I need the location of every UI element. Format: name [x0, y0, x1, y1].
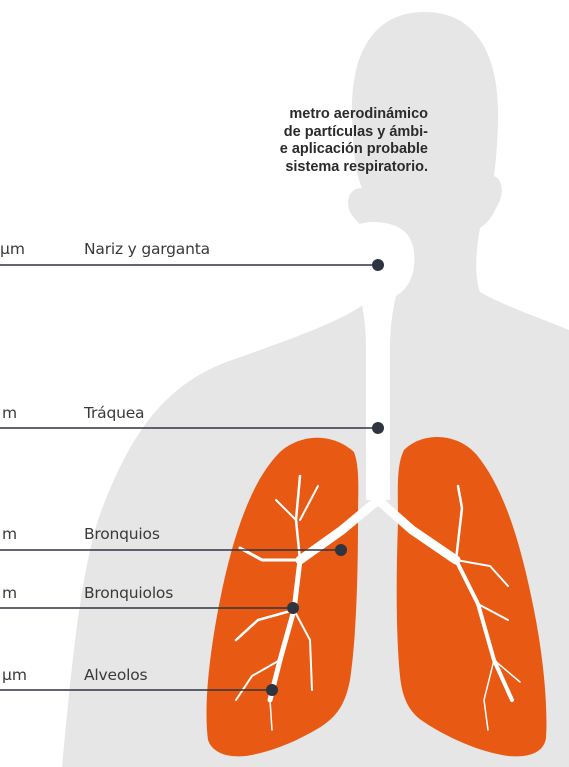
caption-line-1: metro aerodinámico	[289, 106, 428, 122]
dot-alveolos	[266, 684, 278, 696]
dot-bronquiolos	[287, 602, 299, 614]
caption-line-4: sistema respiratorio.	[285, 158, 428, 175]
label-alveolos: Alveolos	[84, 666, 148, 684]
size-alveolos: μm	[2, 666, 27, 684]
caption-line-2: de partículas y ámbi-	[283, 123, 428, 140]
size-bronquios: m	[2, 525, 18, 543]
caption: metro aerodinámico de partículas y ámbi-…	[280, 106, 428, 176]
dot-traquea	[372, 422, 384, 434]
label-traquea: Tráquea	[84, 404, 145, 422]
dot-nariz	[372, 259, 384, 271]
leader-dots	[266, 259, 384, 696]
size-nariz: μm	[0, 240, 25, 258]
label-bronquios: Bronquios	[84, 525, 160, 543]
label-nariz: Nariz y garganta	[84, 240, 210, 258]
size-bronquiolos: m	[2, 584, 18, 602]
leader-lines	[0, 264, 378, 691]
right-lung	[396, 436, 547, 757]
caption-line-3: e aplicación probable	[279, 141, 428, 157]
left-lung	[206, 437, 359, 757]
dot-bronquios	[335, 544, 347, 556]
size-traquea: m	[2, 404, 18, 422]
airway	[339, 222, 415, 500]
label-bronquiolos: Bronquiolos	[84, 584, 174, 602]
